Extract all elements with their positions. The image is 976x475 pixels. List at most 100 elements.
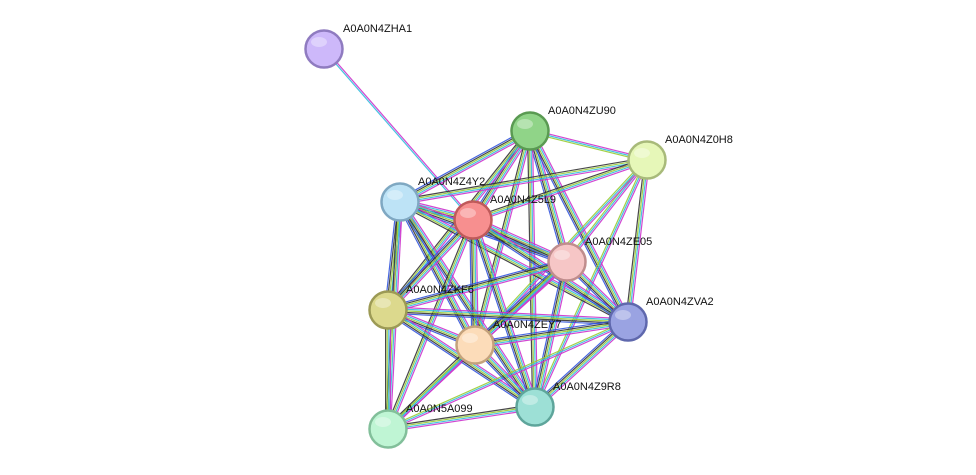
node-a0a0n4zva2[interactable]: A0A0N4ZVA2: [608, 296, 714, 342]
edge-line: [388, 264, 568, 314]
node-circle[interactable]: [455, 325, 495, 365]
edge-line: [389, 220, 476, 431]
node-highlight: [634, 148, 650, 158]
edge-line: [473, 160, 648, 222]
edge-line: [400, 160, 648, 204]
node-highlight: [375, 417, 391, 427]
edge-line: [532, 159, 647, 407]
edge-line: [387, 309, 629, 323]
edge-line: [388, 220, 475, 312]
edge-a0a0n4zey7-a0a0n5a099: [385, 342, 478, 432]
node-highlight: [517, 119, 533, 129]
node-circle[interactable]: [453, 200, 493, 240]
edge-line: [388, 220, 475, 430]
node-circle[interactable]: [515, 387, 555, 427]
edge-line: [472, 157, 647, 219]
edge-line: [387, 259, 567, 310]
node-highlight: [554, 250, 570, 260]
node-circle[interactable]: [380, 182, 420, 222]
node-a0a0n4z4y2[interactable]: A0A0N4Z4Y2: [380, 176, 486, 222]
edge-line: [473, 130, 530, 345]
edge-line: [388, 307, 629, 322]
edge-line: [399, 201, 536, 408]
edge-line: [529, 130, 629, 323]
edge-line: [385, 218, 472, 429]
edge-line: [536, 323, 631, 410]
edge-line: [388, 407, 536, 431]
edge-line: [472, 219, 536, 408]
edge-a0a0n4zva2-a0a0n4zey7: [474, 318, 629, 349]
node-highlight: [311, 37, 327, 47]
edge-line: [387, 219, 474, 311]
edge-line: [469, 220, 473, 346]
node-label: A0A0N4Z4Y2: [418, 176, 485, 188]
edge-line: [534, 321, 629, 408]
node-circle[interactable]: [510, 111, 550, 151]
edge-line: [387, 258, 567, 308]
node-a0a0n4z0h8[interactable]: A0A0N4Z0H8: [627, 134, 733, 180]
node-a0a0n4ze05[interactable]: A0A0N4ZE05: [547, 236, 653, 282]
node-label: A0A0N4Z0H8: [665, 134, 733, 146]
node-circle[interactable]: [304, 29, 344, 69]
edge-a0a0n4zu90-a0a0n4z0h8: [529, 128, 648, 163]
node-highlight: [387, 190, 403, 200]
node-a0a0n4zu90[interactable]: A0A0N4ZU90: [510, 105, 616, 151]
edge-line: [473, 161, 648, 223]
edge-line: [526, 132, 626, 324]
edge-line: [385, 342, 474, 428]
edge-line: [472, 259, 566, 344]
edge-line: [567, 160, 649, 264]
node-a0a0n4z9r8[interactable]: A0A0N4Z9R8: [515, 381, 621, 427]
node-label: A0A0N4Z5L9: [490, 194, 556, 206]
edge-line: [387, 343, 475, 429]
edge-line: [628, 160, 649, 323]
node-a0a0n4zha1[interactable]: A0A0N4ZHA1: [304, 23, 413, 69]
node-circle[interactable]: [368, 290, 408, 330]
edge-line: [400, 161, 648, 205]
edge-line: [472, 158, 647, 220]
edge-a0a0n4z0h8-a0a0n4z4y2: [399, 157, 648, 205]
edge-line: [471, 220, 628, 324]
node-highlight: [375, 298, 391, 308]
edge-line: [389, 346, 478, 432]
edge-line: [387, 310, 628, 325]
edge-line: [530, 128, 648, 160]
edge-line: [387, 312, 628, 326]
edge-line: [399, 158, 647, 202]
edge-line: [534, 261, 568, 408]
edge-a0a0n4z5l9-a0a0n5a099: [385, 218, 476, 431]
edge-a0a0n4zkf6-a0a0n4zva2: [387, 306, 629, 326]
edge-line: [387, 261, 568, 311]
edge-line: [386, 219, 473, 429]
edge-line: [535, 322, 630, 409]
node-a0a0n5a099[interactable]: A0A0N5A099: [368, 403, 473, 449]
edge-line: [474, 318, 628, 343]
edge-line: [625, 159, 646, 322]
node-circle[interactable]: [608, 302, 648, 342]
node-a0a0n4z5l9[interactable]: A0A0N4Z5L9: [453, 194, 557, 240]
edge-line: [626, 159, 647, 322]
node-circle[interactable]: [547, 242, 587, 282]
node-highlight: [462, 333, 478, 343]
edge-line: [385, 217, 472, 309]
edge-line: [475, 324, 629, 349]
edge-line: [532, 319, 627, 406]
edge-line: [386, 218, 473, 310]
node-circle[interactable]: [368, 409, 408, 449]
node-a0a0n4zkf6[interactable]: A0A0N4ZKF6: [368, 284, 474, 330]
node-label: A0A0N4ZU90: [548, 105, 616, 117]
edge-a0a0n4z9r8-a0a0n5a099: [387, 404, 536, 432]
node-a0a0n4zey7[interactable]: A0A0N4ZEY7: [455, 319, 562, 365]
edge-line: [388, 262, 568, 313]
edge-a0a0n4zkf6-a0a0n5a099: [385, 310, 391, 429]
node-highlight: [522, 395, 538, 405]
node-circle[interactable]: [627, 140, 667, 180]
edge-a0a0n4z0h8-a0a0n4zva2: [625, 159, 650, 323]
edge-line: [387, 321, 629, 430]
edge-line: [401, 133, 532, 206]
edge-line: [533, 320, 628, 407]
edge-line: [474, 321, 629, 346]
node-label: A0A0N4ZKF6: [406, 284, 474, 296]
edge-a0a0n4zu90-a0a0n4zva2: [526, 129, 632, 324]
